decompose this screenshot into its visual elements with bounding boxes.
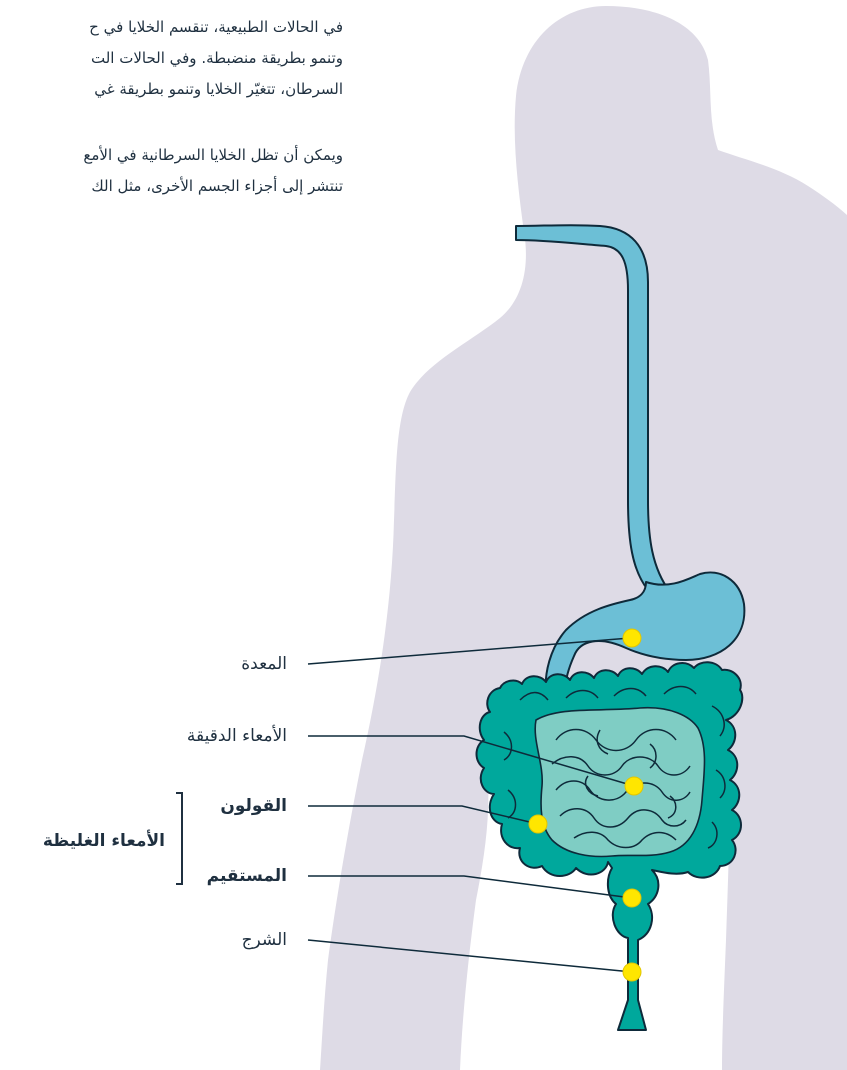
marker-small-intestine [625,777,643,795]
marker-rectum [623,889,641,907]
marker-colon [529,815,547,833]
large-intestine [477,662,743,1030]
label-small-intestine: الأمعاء الدقيقة [187,725,287,747]
label-rectum: المستقيم [207,865,287,887]
label-stomach: المعدة [241,653,287,675]
label-large-intestine: الأمعاء الغليظة [43,830,165,852]
body-silhouette [320,6,847,1070]
label-colon: القولون [220,795,287,817]
label-anus: الشرج [242,929,287,951]
large-intestine-bracket [176,793,182,884]
marker-anus [623,963,641,981]
marker-stomach [623,629,641,647]
